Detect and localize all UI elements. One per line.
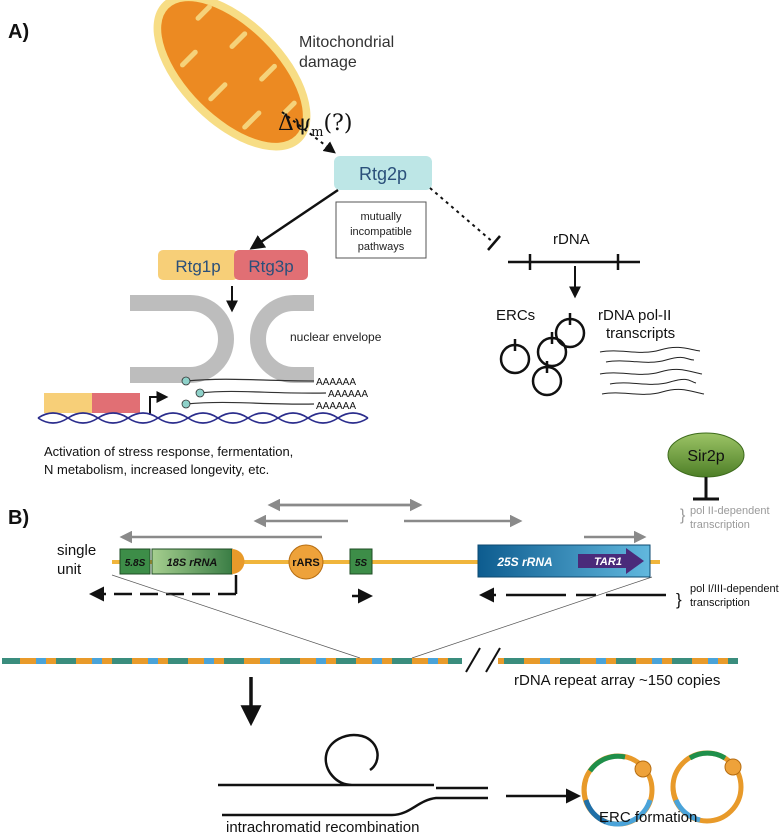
single-unit-line2: unit (57, 561, 82, 578)
rtg2p-inhibits-rdna (429, 187, 495, 244)
rdna-array-left (2, 658, 462, 664)
incompatible-note-box (335, 201, 427, 259)
erc-ars-2 (724, 758, 742, 776)
tar1-label: TAR1 (594, 556, 622, 568)
gene-5-8s (119, 548, 151, 575)
promoter-rtg1p-box (44, 393, 94, 413)
ercs-label: ERCs (496, 307, 535, 324)
rtg1p-label: Rtg1p (175, 257, 220, 276)
pol2-transcripts-line1: rDNA pol-II (598, 307, 671, 324)
polya-1: AAAAAA (316, 377, 356, 388)
recombination-diagram (218, 733, 488, 817)
delta-psi-label: Δψm(?) (278, 111, 352, 140)
erc-ars-1 (634, 760, 652, 778)
gene-18s (151, 548, 233, 575)
rtg2p-box (334, 156, 432, 190)
sir2p-label: Sir2p (687, 448, 724, 465)
array-label: rDNA repeat array ~150 copies (514, 672, 720, 689)
rtg3p-label: Rtg3p (248, 257, 293, 276)
mito-label-line2: damage (299, 54, 357, 71)
erc-formation-label: ERC formation (599, 809, 697, 826)
zoom-line-right (411, 576, 653, 659)
pol13-dependent-line2: transcription (690, 597, 750, 609)
erc-colored-circles (581, 750, 744, 827)
mrna-transcripts (181, 376, 327, 409)
erc-circles (499, 313, 586, 397)
note-line3: pathways (358, 241, 405, 253)
rtg1p-box (158, 250, 238, 280)
single-unit-line1: single (57, 542, 96, 559)
tar1-arrow (578, 548, 644, 574)
rars-circle (288, 544, 324, 580)
pol2-dependent-line1: pol II-dependent (690, 505, 770, 517)
rars-label: rARS (292, 557, 320, 569)
polya-3: AAAAAA (316, 401, 356, 412)
panel-b-label: B) (8, 507, 29, 529)
array-break-2 (485, 647, 501, 673)
activation-line2: N metabolism, increased longevity, etc. (44, 462, 269, 477)
rdna-label: rDNA (553, 231, 590, 248)
dna-helix-icon (37, 412, 369, 424)
rdna-array-right (498, 658, 738, 664)
gene-5s (349, 548, 373, 575)
gene-18s-label: 18S rRNA (167, 557, 218, 569)
pol13-brace: } (676, 590, 682, 609)
nuclear-envelope-right (250, 295, 314, 383)
array-break-1 (465, 647, 481, 673)
pol2-dependent-line2: transcription (690, 519, 750, 531)
promoter-rtg3p-box (92, 393, 140, 413)
pol2-transcript-squiggles (599, 346, 705, 395)
zoom-line-left (111, 574, 361, 659)
pol13-dependent-line1: pol I/III-dependent (690, 583, 779, 595)
pol2-arrows (119, 498, 647, 544)
rtg3p-box (234, 250, 308, 280)
gene-5s-label: 5S (355, 558, 368, 569)
pol2-transcripts-line2: transcripts (606, 325, 675, 342)
mito-label-line1: Mitochondrial (299, 34, 394, 51)
note-line2: incompatible (350, 226, 412, 238)
gene-5-8s-label: 5.8S (125, 558, 146, 569)
inhibition-bar (487, 235, 501, 251)
note-line1: mutually (361, 211, 402, 223)
panel-a-label: A) (8, 21, 29, 43)
pol2-brace: } (680, 507, 686, 524)
recombination-label: intrachromatid recombination (226, 819, 419, 834)
nuclear-envelope-left (130, 295, 234, 383)
rtg2p-label: Rtg2p (359, 164, 407, 184)
polya-2: AAAAAA (328, 389, 368, 400)
gene-25s-label: 25S rRNA (496, 555, 552, 569)
mitochondrion-icon (153, 0, 311, 151)
activation-line1: Activation of stress response, fermentat… (44, 444, 293, 459)
transcription-start-arrow (149, 391, 169, 415)
gene-18s-cap (232, 549, 245, 574)
nuclear-envelope-label: nuclear envelope (290, 330, 382, 344)
rtg2p-to-rtg1p-arrow (249, 188, 339, 250)
